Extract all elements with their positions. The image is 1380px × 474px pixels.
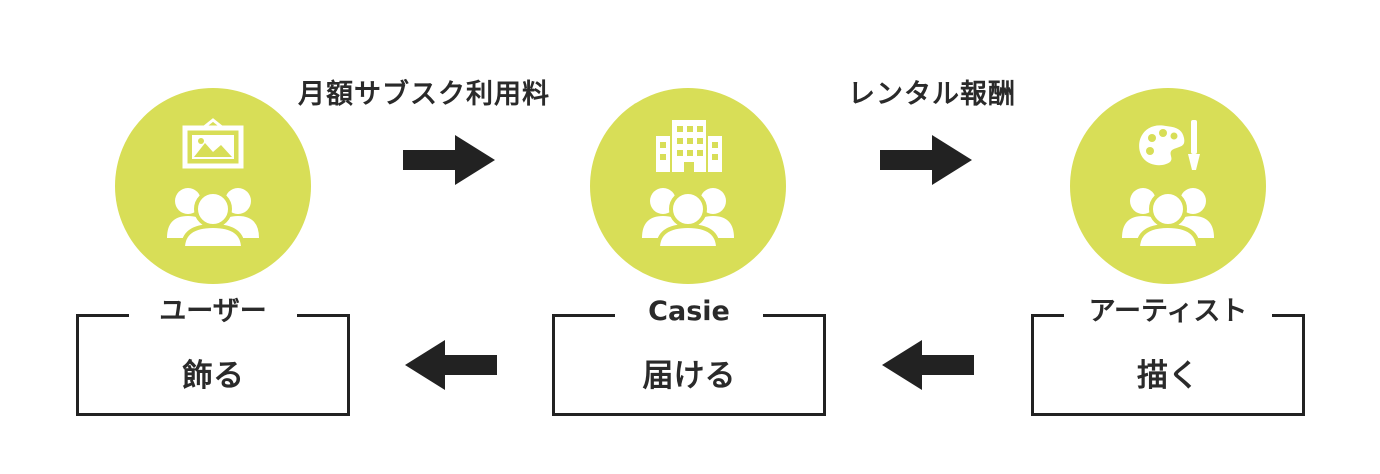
casie-role-box: Casie 届ける (552, 296, 826, 416)
arrow-right-icon (880, 135, 972, 185)
role-action: 飾る (182, 358, 244, 394)
user-circle (115, 88, 311, 284)
people-group-icon (167, 188, 259, 250)
arrow-right-icon (403, 135, 495, 185)
casie-icon-group (642, 120, 734, 250)
rental-reward-label: レンタル報酬 (848, 79, 1016, 110)
role-action: 届ける (642, 358, 736, 394)
people-group-icon (1122, 188, 1214, 250)
user-icon-group (167, 118, 259, 250)
office-building-icon (656, 120, 722, 172)
subscription-fee-label: 月額サブスク利用料 (298, 79, 550, 110)
casie-circle (590, 88, 786, 284)
role-action: 描く (1137, 358, 1199, 394)
artist-role-box: アーティスト 描く (1031, 296, 1305, 416)
paint-palette-brush-icon (1139, 120, 1200, 170)
role-title: ユーザー (159, 296, 267, 327)
artist-circle (1070, 88, 1266, 284)
framed-picture-icon (182, 118, 244, 169)
user-role-box: ユーザー 飾る (76, 296, 350, 416)
people-group-icon (642, 188, 734, 250)
arrow-left-icon (882, 340, 974, 390)
arrow-left-icon (405, 340, 497, 390)
role-title: アーティスト (1088, 296, 1248, 327)
role-title: Casie (648, 296, 730, 327)
artist-icon-group (1122, 120, 1214, 250)
